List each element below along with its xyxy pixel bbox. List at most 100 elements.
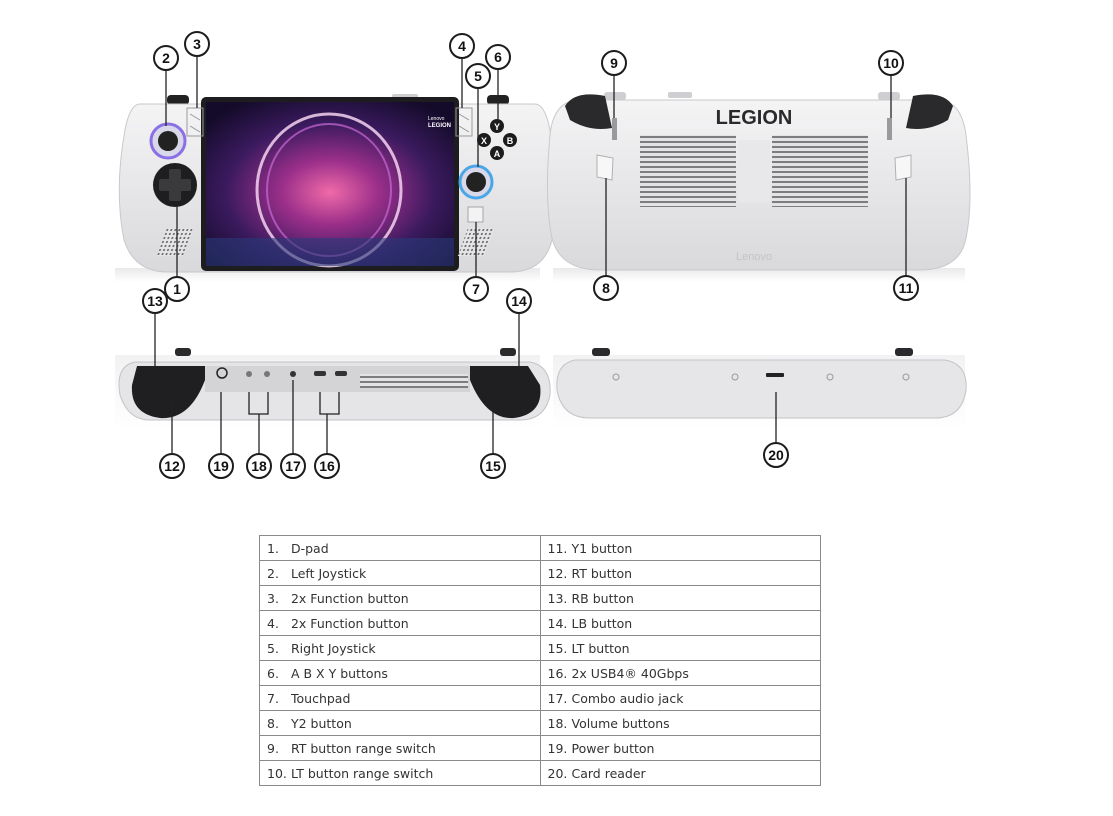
callout-9: 9 [601,50,627,76]
left-speaker [156,228,194,256]
callout-4: 4 [449,33,475,59]
usb4-port-2 [335,371,347,376]
back-brand: Lenovo [736,251,772,263]
leader-lines [154,56,907,454]
left-function-buttons [186,107,204,137]
svg-text:3: 3 [193,36,201,52]
svg-text:14: 14 [511,293,527,309]
legend-row: 10. LT button range switch 20. Card read… [259,760,821,786]
legend-cell: 9. RT button range switch [259,735,541,761]
svg-text:6: 6 [494,49,502,65]
legend-cell: 11. Y1 button [539,535,821,561]
device-diagram: Lenovo LEGION Y X B A [115,31,971,479]
svg-text:B: B [507,136,514,146]
svg-text:19: 19 [213,458,229,474]
front-logo-small: Lenovo [428,116,445,122]
callout-19: 19 [208,453,234,479]
touchpad [467,206,484,223]
front-view: Lenovo LEGION Y X B A [118,94,558,273]
legend-cell: 4. 2x Function button [259,610,541,636]
legend-row: 9. RT button range switch 19. Power butt… [259,735,821,761]
legend-cell: 18. Volume buttons [539,710,821,736]
callout-18: 18 [246,453,272,479]
legend-cell: 15. LT button [539,635,821,661]
legend-row: 3. 2x Function button 13. RB button [259,585,821,611]
rt-range-switch [612,118,617,140]
volume-up [264,371,270,377]
callout-14: 14 [506,288,532,314]
svg-text:10: 10 [883,55,899,71]
callout-8: 8 [593,275,619,301]
svg-text:9: 9 [610,55,618,71]
left-bumpers [131,366,205,419]
right-function-buttons [455,107,473,137]
top-edge-view [115,348,551,430]
volume-down [246,371,252,377]
legend-row: 4. 2x Function button 14. LB button [259,610,821,636]
svg-text:13: 13 [147,293,163,309]
callout-2: 2 [153,45,179,71]
callout-16: 16 [314,453,340,479]
legend-row: 7. Touchpad 17. Combo audio jack [259,685,821,711]
svg-text:1: 1 [173,281,181,297]
legend-cell: 16. 2x USB4® 40Gbps [539,660,821,686]
callout-6: 6 [485,44,511,70]
svg-text:20: 20 [768,447,784,463]
legend-cell: 17. Combo audio jack [539,685,821,711]
legend-cell: 19. Power button [539,735,821,761]
legend-row: 6. A B X Y buttons 16. 2x USB4® 40Gbps [259,660,821,686]
face-buttons: Y X B A [477,119,517,160]
legend-row: 8. Y2 button 18. Volume buttons [259,710,821,736]
svg-text:4: 4 [458,38,466,54]
lt-range-switch [887,118,892,140]
front-logo: LEGION [428,123,451,129]
usb4-port-1 [314,371,326,376]
legend-cell: 3. 2x Function button [259,585,541,611]
left-vent [640,135,736,207]
legend-table: 1. D-pad 11. Y1 button 2. Left Joystick … [259,535,821,786]
right-vent [772,135,868,207]
svg-text:7: 7 [472,281,480,297]
legend-cell: 1. D-pad [259,535,541,561]
legend-cell: 2. Left Joystick [259,560,541,586]
svg-text:Y: Y [494,122,500,132]
svg-text:2: 2 [162,50,170,66]
right-bumpers [470,366,541,419]
svg-text:8: 8 [602,280,610,296]
legend-cell: 8. Y2 button [259,710,541,736]
legend-row: 5. Right Joystick 15. LT button [259,635,821,661]
callout-17: 17 [280,453,306,479]
callout-11: 11 [893,275,919,301]
y1-button [894,154,912,181]
callout-20: 20 [763,442,789,468]
power-button [216,367,228,379]
callout-7: 7 [463,276,489,302]
svg-text:A: A [494,149,501,159]
back-view: LEGION Lenovo [546,92,971,271]
svg-text:17: 17 [285,458,301,474]
svg-text:15: 15 [485,458,501,474]
callout-13: 13 [142,288,168,314]
audio-jack [290,371,296,377]
card-reader-slot [766,373,784,377]
legend-cell: 20. Card reader [539,760,821,786]
back-logo: LEGION [716,107,793,129]
callout-5: 5 [465,63,491,89]
callout-15: 15 [480,453,506,479]
legend-cell: 7. Touchpad [259,685,541,711]
legend-cell: 13. RB button [539,585,821,611]
legend-cell: 14. LB button [539,610,821,636]
bottom-edge-view [553,348,967,430]
svg-text:11: 11 [899,280,914,296]
svg-text:X: X [481,136,487,146]
top-vent [360,374,468,388]
callout-12: 12 [159,453,185,479]
legend-row: 2. Left Joystick 12. RT button [259,560,821,586]
callout-10: 10 [878,50,904,76]
legend-row: 1. D-pad 11. Y1 button [259,535,821,561]
legend-cell: 12. RT button [539,560,821,586]
callout-1: 1 [164,276,190,302]
svg-text:12: 12 [164,458,180,474]
y2-button [596,154,614,181]
legend-cell: 10. LT button range switch [259,760,541,786]
